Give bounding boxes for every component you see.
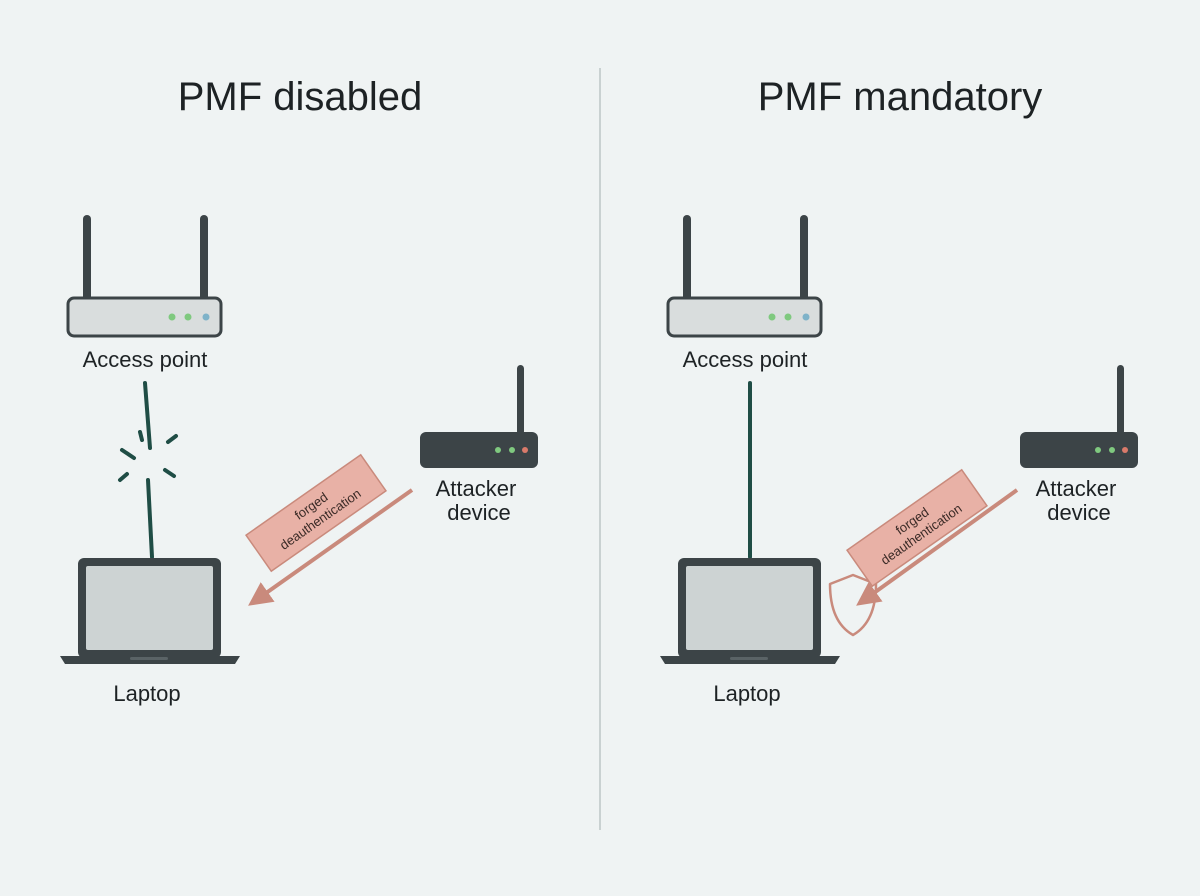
laptop-label: Laptop [713, 681, 780, 706]
broken-link [118, 381, 178, 559]
attacker-label: Attacker device [436, 476, 523, 525]
panel-pmf-disabled: PMF disabled Access point [60, 75, 538, 706]
attacker-label-line1: Attacker [1036, 476, 1117, 501]
attacker-device-icon [420, 365, 538, 468]
access-point-label: Access point [83, 347, 208, 372]
shield-icon [828, 573, 878, 637]
access-point-label: Access point [683, 347, 808, 372]
attacker-device-icon [1020, 365, 1138, 468]
attacker-label-line2: device [1047, 500, 1111, 525]
attack-arrow [856, 488, 1019, 606]
panel-title: PMF mandatory [758, 75, 1043, 119]
attacker-label-line1: Attacker [436, 476, 517, 501]
panel-pmf-mandatory: PMF mandatory Access point Laptop [660, 75, 1138, 706]
attacker-label: Attacker device [1036, 476, 1123, 525]
attack-arrow [248, 488, 414, 606]
attacker-label-line2: device [447, 500, 511, 525]
laptop-icon [60, 558, 240, 664]
access-point-icon [666, 215, 823, 338]
laptop-label: Laptop [113, 681, 180, 706]
panel-title: PMF disabled [178, 75, 423, 119]
attack-tag: forged deauthentication [244, 453, 388, 573]
access-point-icon [66, 215, 223, 338]
laptop-icon [660, 558, 840, 664]
